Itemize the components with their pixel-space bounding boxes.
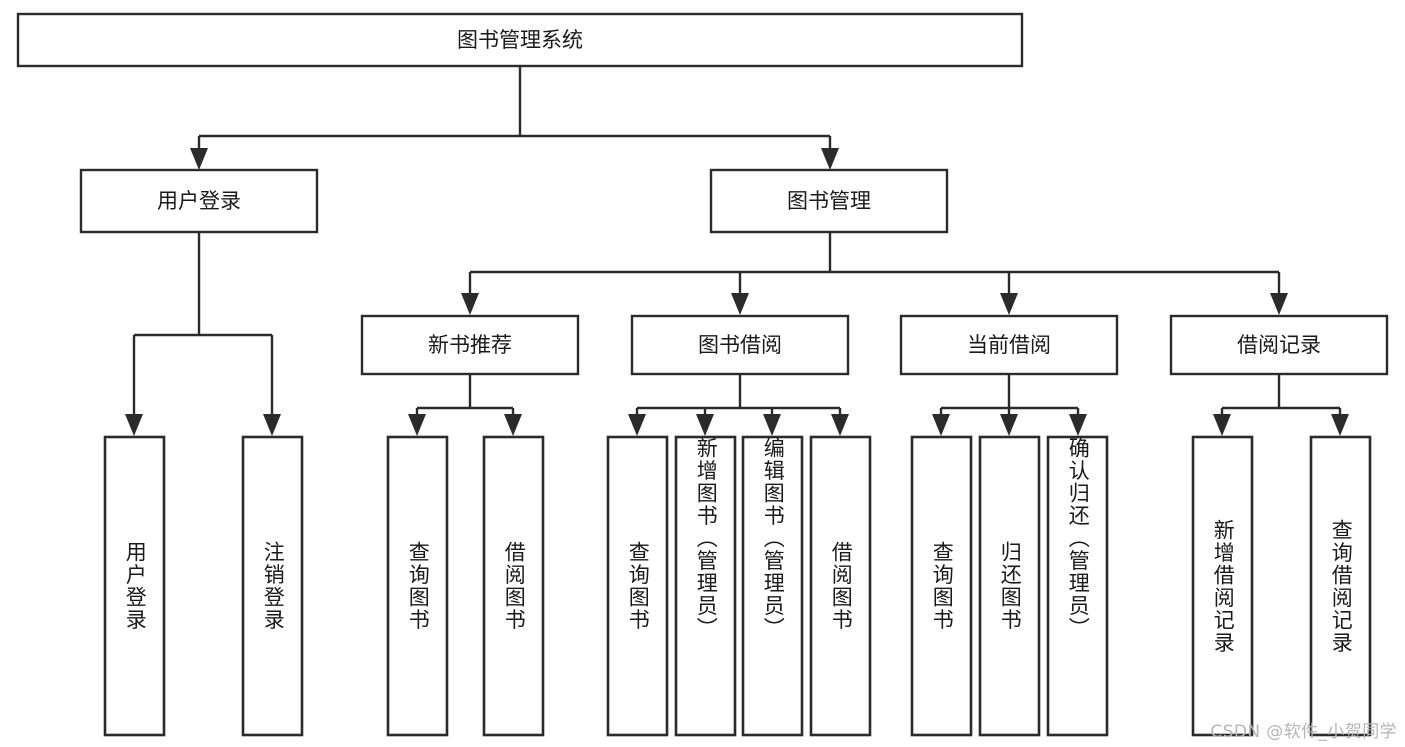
node-label-new-book: 新书推荐 <box>428 333 512 357</box>
leaf-box-borrow-record-1[interactable] <box>1191 435 1254 737</box>
arrow-to-current-borrow <box>1000 293 1018 315</box>
leaf-box-current-borrow-1[interactable] <box>910 435 973 737</box>
leaf-box-current-borrow-2[interactable] <box>978 435 1041 737</box>
arrow-to-borrow-record <box>1270 293 1288 315</box>
arrow-to-book-borrow <box>731 293 749 315</box>
leaf-boxes-borrow-record <box>1191 435 1372 737</box>
node-label-book-borrow: 图书借阅 <box>698 333 782 357</box>
leaf-box-book-borrow-2[interactable] <box>674 435 737 737</box>
leaf-box-user-login-1[interactable] <box>103 435 166 737</box>
node-borrow-record[interactable]: 借阅记录 <box>1169 314 1389 376</box>
node-label-root: 图书管理系统 <box>457 28 583 52</box>
leaf-boxes-user-login <box>103 435 304 737</box>
connector-root-to-level2 <box>197 66 832 150</box>
leaf-box-book-borrow-1[interactable] <box>606 435 669 737</box>
node-current-borrow[interactable]: 当前借阅 <box>899 314 1119 376</box>
arrow-to-new-book <box>461 293 479 315</box>
connector-bookborrow-to-leaves <box>628 374 849 436</box>
arrow-to-user-login <box>190 148 208 170</box>
connector-currentborrow-to-leaves <box>932 374 1087 436</box>
node-book-borrow[interactable]: 图书借阅 <box>630 314 850 376</box>
leaf-boxes-new-book <box>386 435 545 737</box>
node-label-user-login: 用户登录 <box>157 189 241 213</box>
leaf-box-new-book-2[interactable] <box>482 435 545 737</box>
leaf-box-borrow-record-2[interactable] <box>1309 435 1372 737</box>
leaf-box-book-borrow-3[interactable] <box>741 435 804 737</box>
connector-newbook-to-leaves <box>408 374 522 436</box>
csdn-watermark: CSDN @软件_小贺同学 <box>1210 722 1397 742</box>
connector-userlogin-to-leaves <box>125 232 281 436</box>
arrow-to-book-manage <box>821 148 839 170</box>
leaf-box-current-borrow-3[interactable] <box>1046 435 1109 737</box>
leaf-boxes-book-borrow <box>606 435 872 737</box>
connector-borrowrecord-to-leaves <box>1213 374 1349 436</box>
leaf-box-user-login-2[interactable] <box>241 435 304 737</box>
node-label-book-manage: 图书管理 <box>787 189 871 213</box>
node-book-manage[interactable]: 图书管理 <box>709 168 949 234</box>
leaf-boxes-current-borrow <box>910 435 1109 737</box>
leaf-box-book-borrow-4[interactable] <box>809 435 872 737</box>
node-root-system[interactable]: 图书管理系统 <box>16 12 1024 68</box>
node-user-login[interactable]: 用户登录 <box>79 168 319 234</box>
connector-bookmanage-to-level3 <box>468 232 1281 295</box>
leaf-box-new-book-1[interactable] <box>386 435 449 737</box>
node-label-borrow-record: 借阅记录 <box>1237 333 1321 357</box>
node-new-book-recommend[interactable]: 新书推荐 <box>360 314 580 376</box>
node-label-current-borrow: 当前借阅 <box>967 333 1051 357</box>
